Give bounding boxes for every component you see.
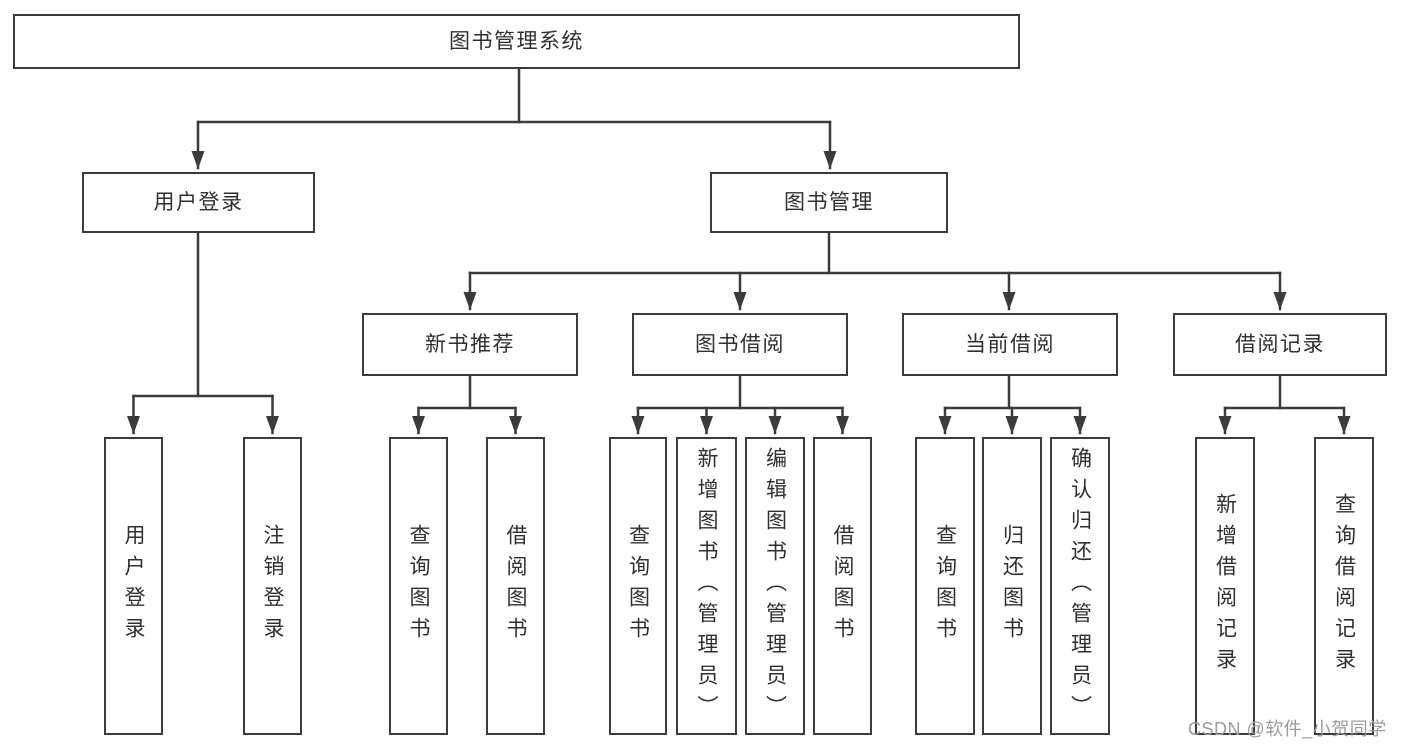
node-borrowing-records: 借阅记录 <box>1173 313 1387 376</box>
leaf-borrow-books: 借阅图书 <box>813 437 872 735</box>
node-label: 用户登录 <box>122 524 145 648</box>
connector-group-root <box>191 67 837 170</box>
node-label: 借阅图书 <box>831 524 854 648</box>
node-label: 确认归还（管理员） <box>1068 446 1092 726</box>
node-label: 图书管理 <box>784 190 874 214</box>
node-label: 查询图书 <box>407 524 430 648</box>
watermark: CSDN @软件_小贺同学 <box>1188 719 1387 739</box>
node-user-login-group: 用户登录 <box>82 172 315 233</box>
node-book-management: 图书管理 <box>710 172 948 233</box>
leaf-edit-books-admin: 编辑图书（管理员） <box>745 437 805 735</box>
node-new-book-recommendation: 新书推荐 <box>362 313 578 376</box>
node-label: 借阅记录 <box>1235 332 1325 356</box>
connector-group-book-mgmt <box>463 231 1287 311</box>
leaf-query-books-borrowing: 查询图书 <box>609 437 667 735</box>
node-label: 编辑图书（管理员） <box>763 446 787 726</box>
node-label: 归还图书 <box>1000 524 1024 648</box>
leaf-return-books: 归还图书 <box>982 437 1042 735</box>
connector-group-user-login <box>127 231 279 435</box>
node-current-borrowing: 当前借阅 <box>902 313 1118 376</box>
leaf-add-books-admin: 新增图书（管理员） <box>676 437 737 735</box>
leaf-confirm-return-admin: 确认归还（管理员） <box>1050 437 1110 735</box>
node-label: 新增图书（管理员） <box>695 446 718 726</box>
leaf-query-books-recommend: 查询图书 <box>389 437 448 735</box>
leaf-user-login: 用户登录 <box>104 437 163 735</box>
node-label: 新书推荐 <box>425 332 515 356</box>
leaf-query-books-current: 查询图书 <box>915 437 975 735</box>
node-label: 查询图书 <box>626 524 650 648</box>
node-label: 用户登录 <box>153 190 244 214</box>
node-label: 借阅图书 <box>504 524 527 648</box>
connector-group-book-borrow <box>631 374 849 435</box>
leaf-query-borrow-record: 查询借阅记录 <box>1314 437 1374 735</box>
node-label: 注销登录 <box>261 524 284 648</box>
connector-group-current-borrow <box>938 374 1087 435</box>
node-root-label: 图书管理系统 <box>449 29 584 53</box>
node-label: 新增借阅记录 <box>1213 493 1237 679</box>
node-label: 当前借阅 <box>965 332 1055 356</box>
node-label: 查询图书 <box>933 524 957 648</box>
leaf-borrow-books-recommend: 借阅图书 <box>486 437 545 735</box>
connector-group-new-book-rec <box>412 374 522 435</box>
leaf-logout: 注销登录 <box>243 437 302 735</box>
node-label: 查询借阅记录 <box>1332 493 1356 679</box>
leaf-add-borrow-record: 新增借阅记录 <box>1195 437 1255 735</box>
connector-group-borrow-records <box>1218 374 1351 435</box>
node-root: 图书管理系统 <box>13 14 1020 69</box>
node-label: 图书借阅 <box>695 332 785 356</box>
node-book-borrowing: 图书借阅 <box>632 313 848 376</box>
